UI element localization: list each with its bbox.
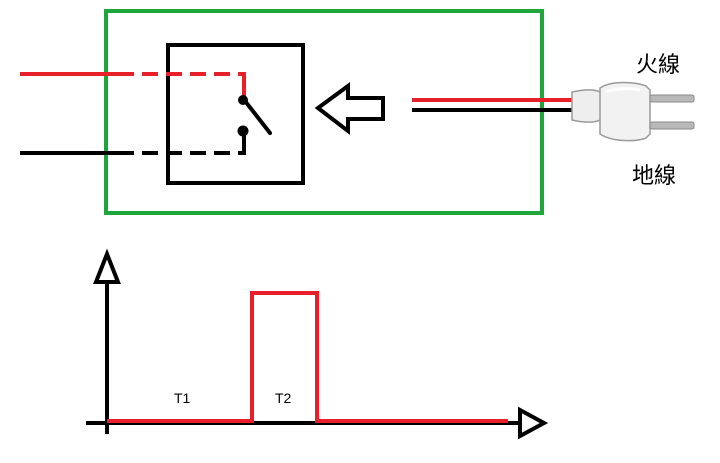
spst-switch-icon — [237, 95, 272, 137]
left-arrow-icon — [314, 82, 385, 136]
pulse-waveform — [107, 291, 508, 423]
power-plug-icon — [571, 81, 695, 142]
switch-contact-bottom — [237, 125, 249, 137]
ground-wire-label: 地線 — [632, 164, 676, 189]
switch-blade — [243, 99, 272, 135]
plug-pin-top — [649, 94, 695, 103]
live-wire-label: 火線 — [636, 53, 680, 78]
plug-highlight — [605, 87, 641, 94]
y-axis-arrowhead — [93, 248, 121, 284]
plug-strain-relief — [571, 89, 605, 123]
x-axis-arrowhead — [518, 406, 549, 440]
switch-housing — [166, 43, 305, 185]
time-label-t2: T2 — [275, 390, 292, 406]
plug-body — [599, 81, 651, 142]
plug-pin-bottom — [649, 121, 695, 130]
time-label-t1: T1 — [174, 390, 191, 406]
